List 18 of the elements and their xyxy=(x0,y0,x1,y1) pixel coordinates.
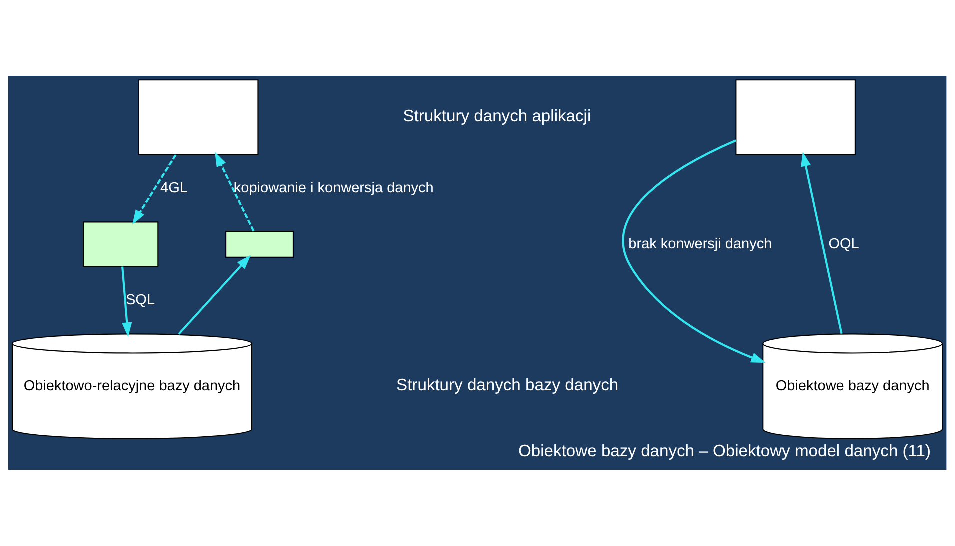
arrow xyxy=(122,266,132,338)
arrow xyxy=(801,152,843,334)
edge-label: 4GL xyxy=(160,180,188,196)
label: Struktury danych aplikacji xyxy=(403,106,592,126)
arrow xyxy=(622,140,766,364)
arrow xyxy=(178,255,251,335)
edge-label: kopiowanie i konwersja danych xyxy=(234,180,434,196)
node-box xyxy=(736,80,856,156)
arrow xyxy=(132,154,177,225)
edge-label: SQL xyxy=(126,292,156,308)
label: Struktury danych bazy danych xyxy=(396,375,619,394)
arrow xyxy=(215,152,255,232)
edge-label: brak konwersji danych xyxy=(628,236,772,252)
edge-label: OQL xyxy=(828,236,860,252)
node-box xyxy=(226,231,294,258)
caption: Obiektowe bazy danych – Obiektowy model danych (11) xyxy=(518,441,932,460)
node-box xyxy=(82,222,159,268)
node-box xyxy=(138,80,259,156)
